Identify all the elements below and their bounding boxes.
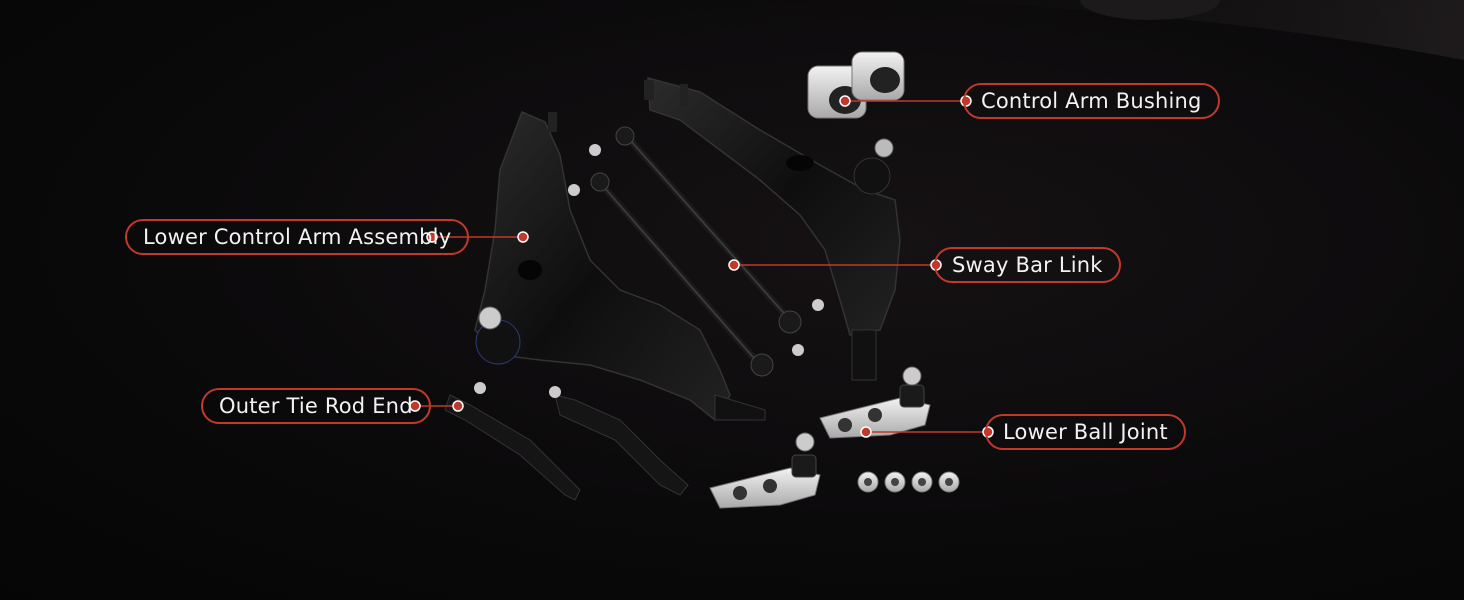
label-lower-control-arm-assembly: Lower Control Arm Assembly [125,219,470,255]
callout-leaders [415,100,986,433]
ball-joints [709,366,931,509]
label-outer-tie-rod-end: Outer Tie Rod End [201,388,431,424]
bushings [807,51,905,119]
left-control-arm [474,110,766,422]
label-lower-ball-joint: Lower Ball Joint [985,414,1186,450]
background-road [900,0,1464,60]
sway-bar-links [568,126,824,377]
label-sway-bar-link: Sway Bar Link [934,247,1121,283]
lock-nuts [857,471,960,493]
label-control-arm-bushing: Control Arm Bushing [963,83,1220,119]
tie-rod-ends [444,382,689,501]
right-control-arm [644,77,901,381]
